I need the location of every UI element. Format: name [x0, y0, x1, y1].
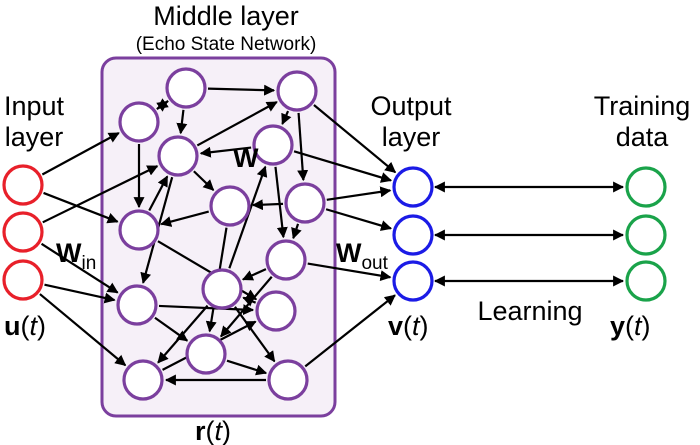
connection-arrow: [326, 186, 392, 201]
training-node: [625, 166, 667, 208]
input-weights-symbol: Win: [56, 238, 96, 274]
input-node: [2, 211, 44, 253]
output-signal-symbol: v(t): [388, 311, 429, 341]
training-data-label-line2: data: [616, 122, 670, 152]
training-node: [625, 260, 667, 302]
output-weights-symbol: Wout: [336, 238, 389, 274]
connection-arrow: [43, 191, 119, 224]
input-node: [2, 259, 44, 301]
connection-arrow: [199, 146, 252, 158]
reservoir-node: [267, 359, 309, 401]
reservoir-node: [252, 124, 294, 166]
reservoir-node: [118, 209, 160, 251]
connection-arrow: [228, 165, 268, 269]
connection-arrow: [241, 268, 267, 281]
connection-arrow: [44, 283, 116, 304]
output-node: [392, 214, 434, 256]
input-node: [2, 164, 44, 206]
reservoir-node: [118, 101, 160, 143]
connection-arrow: [313, 104, 397, 174]
connection-arrow: [158, 304, 255, 316]
connection-arrow: [291, 223, 302, 240]
middle-layer-title: Middle layer: [153, 1, 299, 31]
output-layer-label-line2: layer: [382, 122, 441, 152]
connection-arrow: [160, 210, 210, 227]
reservoir-node: [255, 290, 297, 332]
input-layer-label-line2: layer: [5, 122, 64, 152]
connection-arrow: [196, 101, 278, 147]
reservoir-node: [209, 185, 251, 227]
output-layer-label-line1: Output: [370, 91, 452, 121]
training-node: [625, 214, 667, 256]
reservoir-node: [165, 67, 207, 109]
reservoir-state-symbol: r(t): [195, 416, 231, 445]
reservoir-node: [265, 239, 307, 281]
connection-arrow: [39, 293, 127, 367]
output-node: [392, 166, 434, 208]
connection-arrow: [41, 132, 120, 176]
reservoir-node: [284, 182, 326, 224]
middle-layer-subtitle: (Echo State Network): [136, 34, 317, 55]
reservoir-node: [276, 70, 318, 112]
connection-arrow: [242, 296, 257, 307]
reservoir-node: [116, 284, 158, 326]
reservoir-weights-symbol: W: [233, 143, 259, 173]
training-data-label-line1: Training: [594, 91, 691, 121]
input-signal-symbol: u(t): [4, 311, 46, 341]
reservoir-node: [185, 333, 227, 375]
output-node: [392, 260, 434, 302]
connection-arrow: [293, 150, 393, 183]
connection-arrow: [304, 294, 396, 368]
connection-arrow: [274, 166, 288, 239]
connection-arrow: [176, 109, 188, 135]
reservoir-node: [201, 268, 243, 310]
connection-arrow: [297, 112, 309, 182]
reservoir-node: [122, 359, 164, 401]
connection-arrow: [154, 316, 189, 342]
connection-arrow: [40, 242, 119, 294]
reservoir-node: [157, 135, 199, 177]
connection-arrow: [251, 199, 284, 211]
connection-arrow: [234, 306, 276, 363]
connection-arrow: [325, 208, 393, 231]
connection-arrow: [193, 170, 215, 191]
training-signal-symbol: y(t): [610, 311, 651, 341]
connection-arrow: [156, 100, 169, 112]
connection-arrow: [281, 110, 292, 125]
connection-arrow: [307, 262, 392, 282]
connection-arrow: [148, 175, 169, 212]
input-layer-label-line1: Input: [4, 91, 65, 121]
connection-arrow: [226, 359, 268, 376]
connection-arrow: [207, 84, 276, 96]
learning-label: Learning: [477, 296, 582, 326]
